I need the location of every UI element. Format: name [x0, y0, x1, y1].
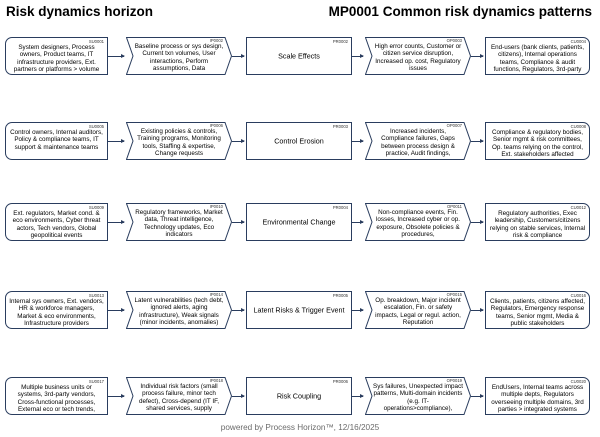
element-code: PR0003 [332, 124, 348, 129]
element-code: SU0013 [88, 293, 104, 298]
element-text: Op. breakdown, Major incident escalation… [375, 297, 461, 327]
process-label: Scale Effects [278, 51, 320, 61]
footer-credit: powered by Process Horizon™, 12/16/2025 [220, 423, 380, 432]
element-text: Internal sys owners, Ext. vendors, HR & … [9, 298, 104, 328]
element-code: CU0020 [570, 379, 586, 384]
element-code: IP0002 [209, 38, 223, 43]
process-label: Control Erosion [274, 136, 324, 146]
element-code: OP0007 [446, 123, 462, 128]
arrow-op-to-cu [471, 394, 484, 398]
arrow-pr-to-op [352, 220, 364, 224]
element-code: SU0005 [88, 124, 104, 129]
element-code: OP0011 [446, 204, 462, 209]
element-text: Control owners, Internal auditors, Polic… [10, 129, 103, 151]
arrow-pr-to-op [352, 139, 364, 143]
arrow-op-to-cu [471, 220, 484, 224]
process-label: Latent Risks & Trigger Event [253, 305, 345, 315]
element-text: Ext. regulators, Market cond. & eco envi… [12, 210, 101, 240]
element-code: SU0001 [88, 39, 104, 44]
page-title: Risk dynamics horizon [6, 4, 154, 19]
element-text: Clients, patients, citizens affected, Re… [489, 298, 586, 328]
arrow-ip-to-pr [232, 394, 245, 398]
element-code: IP0010 [209, 204, 223, 209]
arrow-su-to-ip [108, 220, 125, 224]
arrow-su-to-ip [108, 394, 125, 398]
arrow-pr-to-op [352, 54, 364, 58]
element-code: OP0015 [446, 292, 462, 297]
element-text: Compliance & regulatory bodies, Senior m… [491, 129, 583, 159]
element-text: Multiple business units or systems, 3rd-… [17, 384, 96, 414]
element-text: Latent vulnerabilities (tech debt, ignor… [134, 297, 224, 327]
element-code: PR0005 [332, 293, 348, 298]
element-code: OP0003 [446, 38, 462, 43]
element-text: Existing policies & controls, Training p… [137, 128, 221, 158]
arrow-op-to-cu [471, 308, 484, 312]
element-text: EndUsers, Internal teams across multiple… [491, 384, 584, 414]
arrow-su-to-ip [108, 54, 125, 58]
element-code: IP0014 [209, 292, 223, 297]
element-text: Increased incidents, Compliance failures… [381, 128, 455, 158]
process-label: Risk Coupling [276, 391, 322, 401]
element-code: CU0004 [570, 39, 586, 44]
arrow-ip-to-pr [232, 54, 245, 58]
arrow-su-to-ip [108, 139, 125, 143]
process-label: Environmental Change [262, 217, 336, 227]
element-text: Non-compliance events, Fin. losses, Incr… [376, 209, 460, 239]
element-code: CU0008 [570, 124, 586, 129]
element-text: Regulatory frameworks, Market data, Thre… [135, 209, 223, 239]
arrow-pr-to-op [352, 308, 364, 312]
element-text: High error counts, Customer or citizen s… [374, 43, 462, 73]
element-code: PR0004 [332, 205, 348, 210]
arrow-op-to-cu [471, 54, 484, 58]
element-code: IP0006 [209, 123, 223, 128]
element-text: Sys failures, Unexpected impact patterns… [373, 383, 463, 413]
arrow-ip-to-pr [232, 308, 245, 312]
element-text: Regulatory authorities, Exec leadership,… [489, 210, 586, 240]
arrow-ip-to-pr [232, 220, 245, 224]
element-code: CU0016 [570, 293, 586, 298]
diagram-title: MP0001 Common risk dynamics patterns [328, 4, 592, 19]
element-code: SU0009 [88, 205, 104, 210]
element-code: OP0019 [446, 378, 462, 383]
element-code: PR0002 [332, 39, 348, 44]
element-text: System designers, Process owners, Produc… [13, 44, 100, 74]
element-text: End-users (bank clients, patients, citiz… [490, 44, 585, 74]
arrow-su-to-ip [108, 308, 125, 312]
element-code: SU0017 [88, 379, 104, 384]
element-text: Baseline process or sys design, Current … [134, 43, 224, 73]
element-code: IP0018 [209, 378, 223, 383]
element-text: Individual risk factors (small process f… [138, 383, 220, 413]
arrow-ip-to-pr [232, 139, 245, 143]
element-code: PR0006 [332, 379, 348, 384]
arrow-pr-to-op [352, 394, 364, 398]
arrow-op-to-cu [471, 139, 484, 143]
element-code: CU0012 [570, 205, 586, 210]
